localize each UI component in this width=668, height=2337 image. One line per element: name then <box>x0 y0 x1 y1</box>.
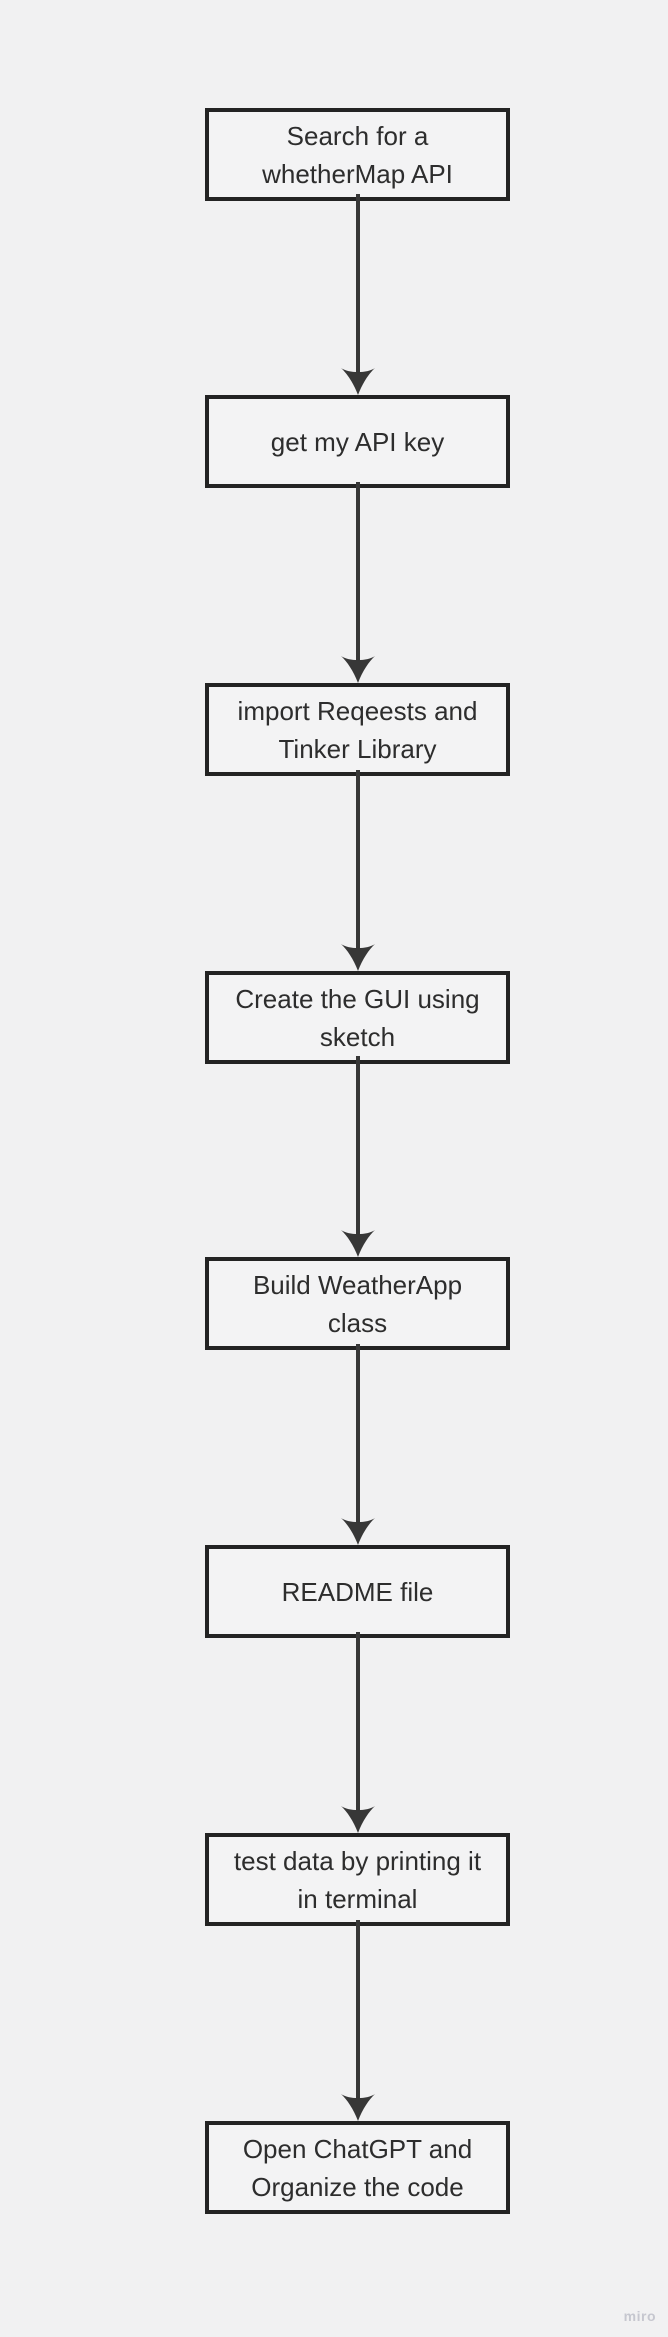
flow-step-label: Build WeatherApp class <box>252 1269 463 1338</box>
flow-arrow-down-icon <box>341 482 375 683</box>
flow-arrow-down-icon <box>341 1632 375 1833</box>
miro-watermark: miro <box>623 2308 656 2324</box>
flow-step-label: Search for a whetherMap API <box>262 120 453 189</box>
flow-step-organize-code: Open ChatGPT and Organize the code <box>205 2121 510 2214</box>
flow-step-label: Create the GUI using sketch <box>235 983 480 1052</box>
flow-step-readme: README file <box>205 1545 510 1638</box>
flow-step-get-api-key: get my API key <box>205 395 510 488</box>
flow-step-label: Open ChatGPT and Organize the code <box>242 2133 473 2202</box>
flow-step-test-data: test data by printing it in terminal <box>205 1833 510 1926</box>
flow-step-import-libs: import Reqeests and Tinker Library <box>205 683 510 776</box>
flow-step-build-class: Build WeatherApp class <box>205 1257 510 1350</box>
flow-step-create-gui: Create the GUI using sketch <box>205 971 510 1064</box>
flow-step-label: README file <box>281 1576 434 1607</box>
flow-step-label: import Reqeests and Tinker Library <box>237 695 478 764</box>
flow-arrow-down-icon <box>341 194 375 395</box>
flow-step-search-api: Search for a whetherMap API <box>205 108 510 201</box>
flow-arrow-down-icon <box>341 770 375 971</box>
flow-arrow-down-icon <box>341 1056 375 1257</box>
flow-arrow-down-icon <box>341 1344 375 1545</box>
flow-step-label: get my API key <box>270 426 445 457</box>
flow-step-label: test data by printing it in terminal <box>233 1845 482 1914</box>
flow-arrow-down-icon <box>341 1920 375 2121</box>
